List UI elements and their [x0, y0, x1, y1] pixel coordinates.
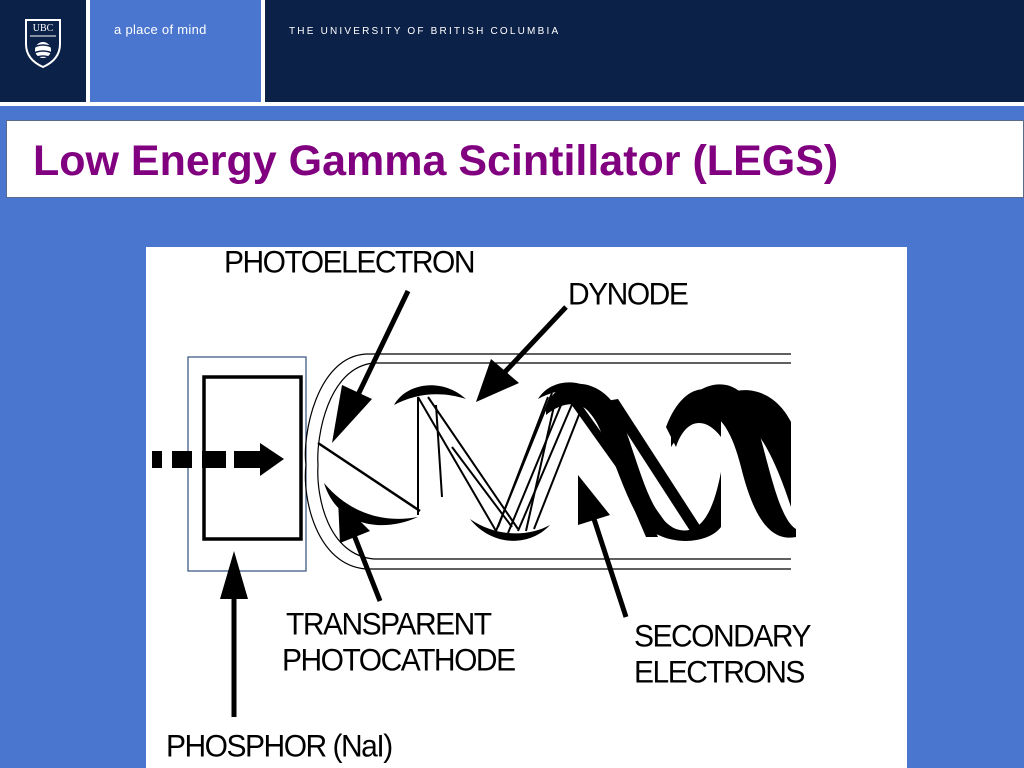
header-underline — [0, 102, 1024, 106]
pmt-diagram: PHOTOELECTRON DYNODE TRANSPARENT PHOTOCA… — [146, 245, 907, 768]
annotation-arrows — [220, 289, 629, 717]
photoelectron-arrow — [332, 385, 372, 443]
label-photoelectron: PHOTOELECTRON — [224, 245, 476, 280]
photocathode-arrow — [338, 499, 370, 543]
label-transparent: TRANSPARENT — [286, 607, 492, 642]
header-bar: UBC a place of mind THE UNIVERSITY OF BR… — [0, 0, 1024, 102]
tagline-panel: a place of mind — [90, 0, 261, 102]
title-panel: Low Energy Gamma Scintillator (LEGS) — [6, 120, 1024, 198]
tagline-text: a place of mind — [114, 22, 207, 37]
label-secondary: SECONDARY — [634, 619, 812, 654]
phosphor-arrow — [220, 551, 248, 599]
pmt-schematic — [152, 289, 796, 717]
photocathode — [317, 441, 421, 513]
incoming-gamma-arrow — [152, 443, 284, 476]
label-electrons: ELECTRONS — [634, 655, 805, 690]
header-divider — [86, 0, 90, 102]
tube-envelope — [304, 353, 791, 570]
university-name: THE UNIVERSITY OF BRITISH COLUMBIA — [289, 26, 561, 37]
ubc-crest-icon: UBC — [25, 19, 61, 68]
label-photocathode: PHOTOCATHODE — [282, 643, 516, 678]
logo-text: UBC — [33, 23, 54, 34]
header-divider — [261, 0, 265, 102]
electron-cascade — [546, 383, 796, 541]
ubc-logo[interactable]: UBC — [0, 0, 86, 102]
label-dynode: DYNODE — [568, 277, 689, 312]
label-phosphor: PHOSPHOR (NaI) — [166, 729, 393, 764]
electron-paths — [417, 392, 587, 534]
dynode-arrow — [476, 359, 519, 402]
secondary-electrons-arrow — [578, 475, 610, 525]
slide-title: Low Energy Gamma Scintillator (LEGS) — [33, 137, 839, 185]
